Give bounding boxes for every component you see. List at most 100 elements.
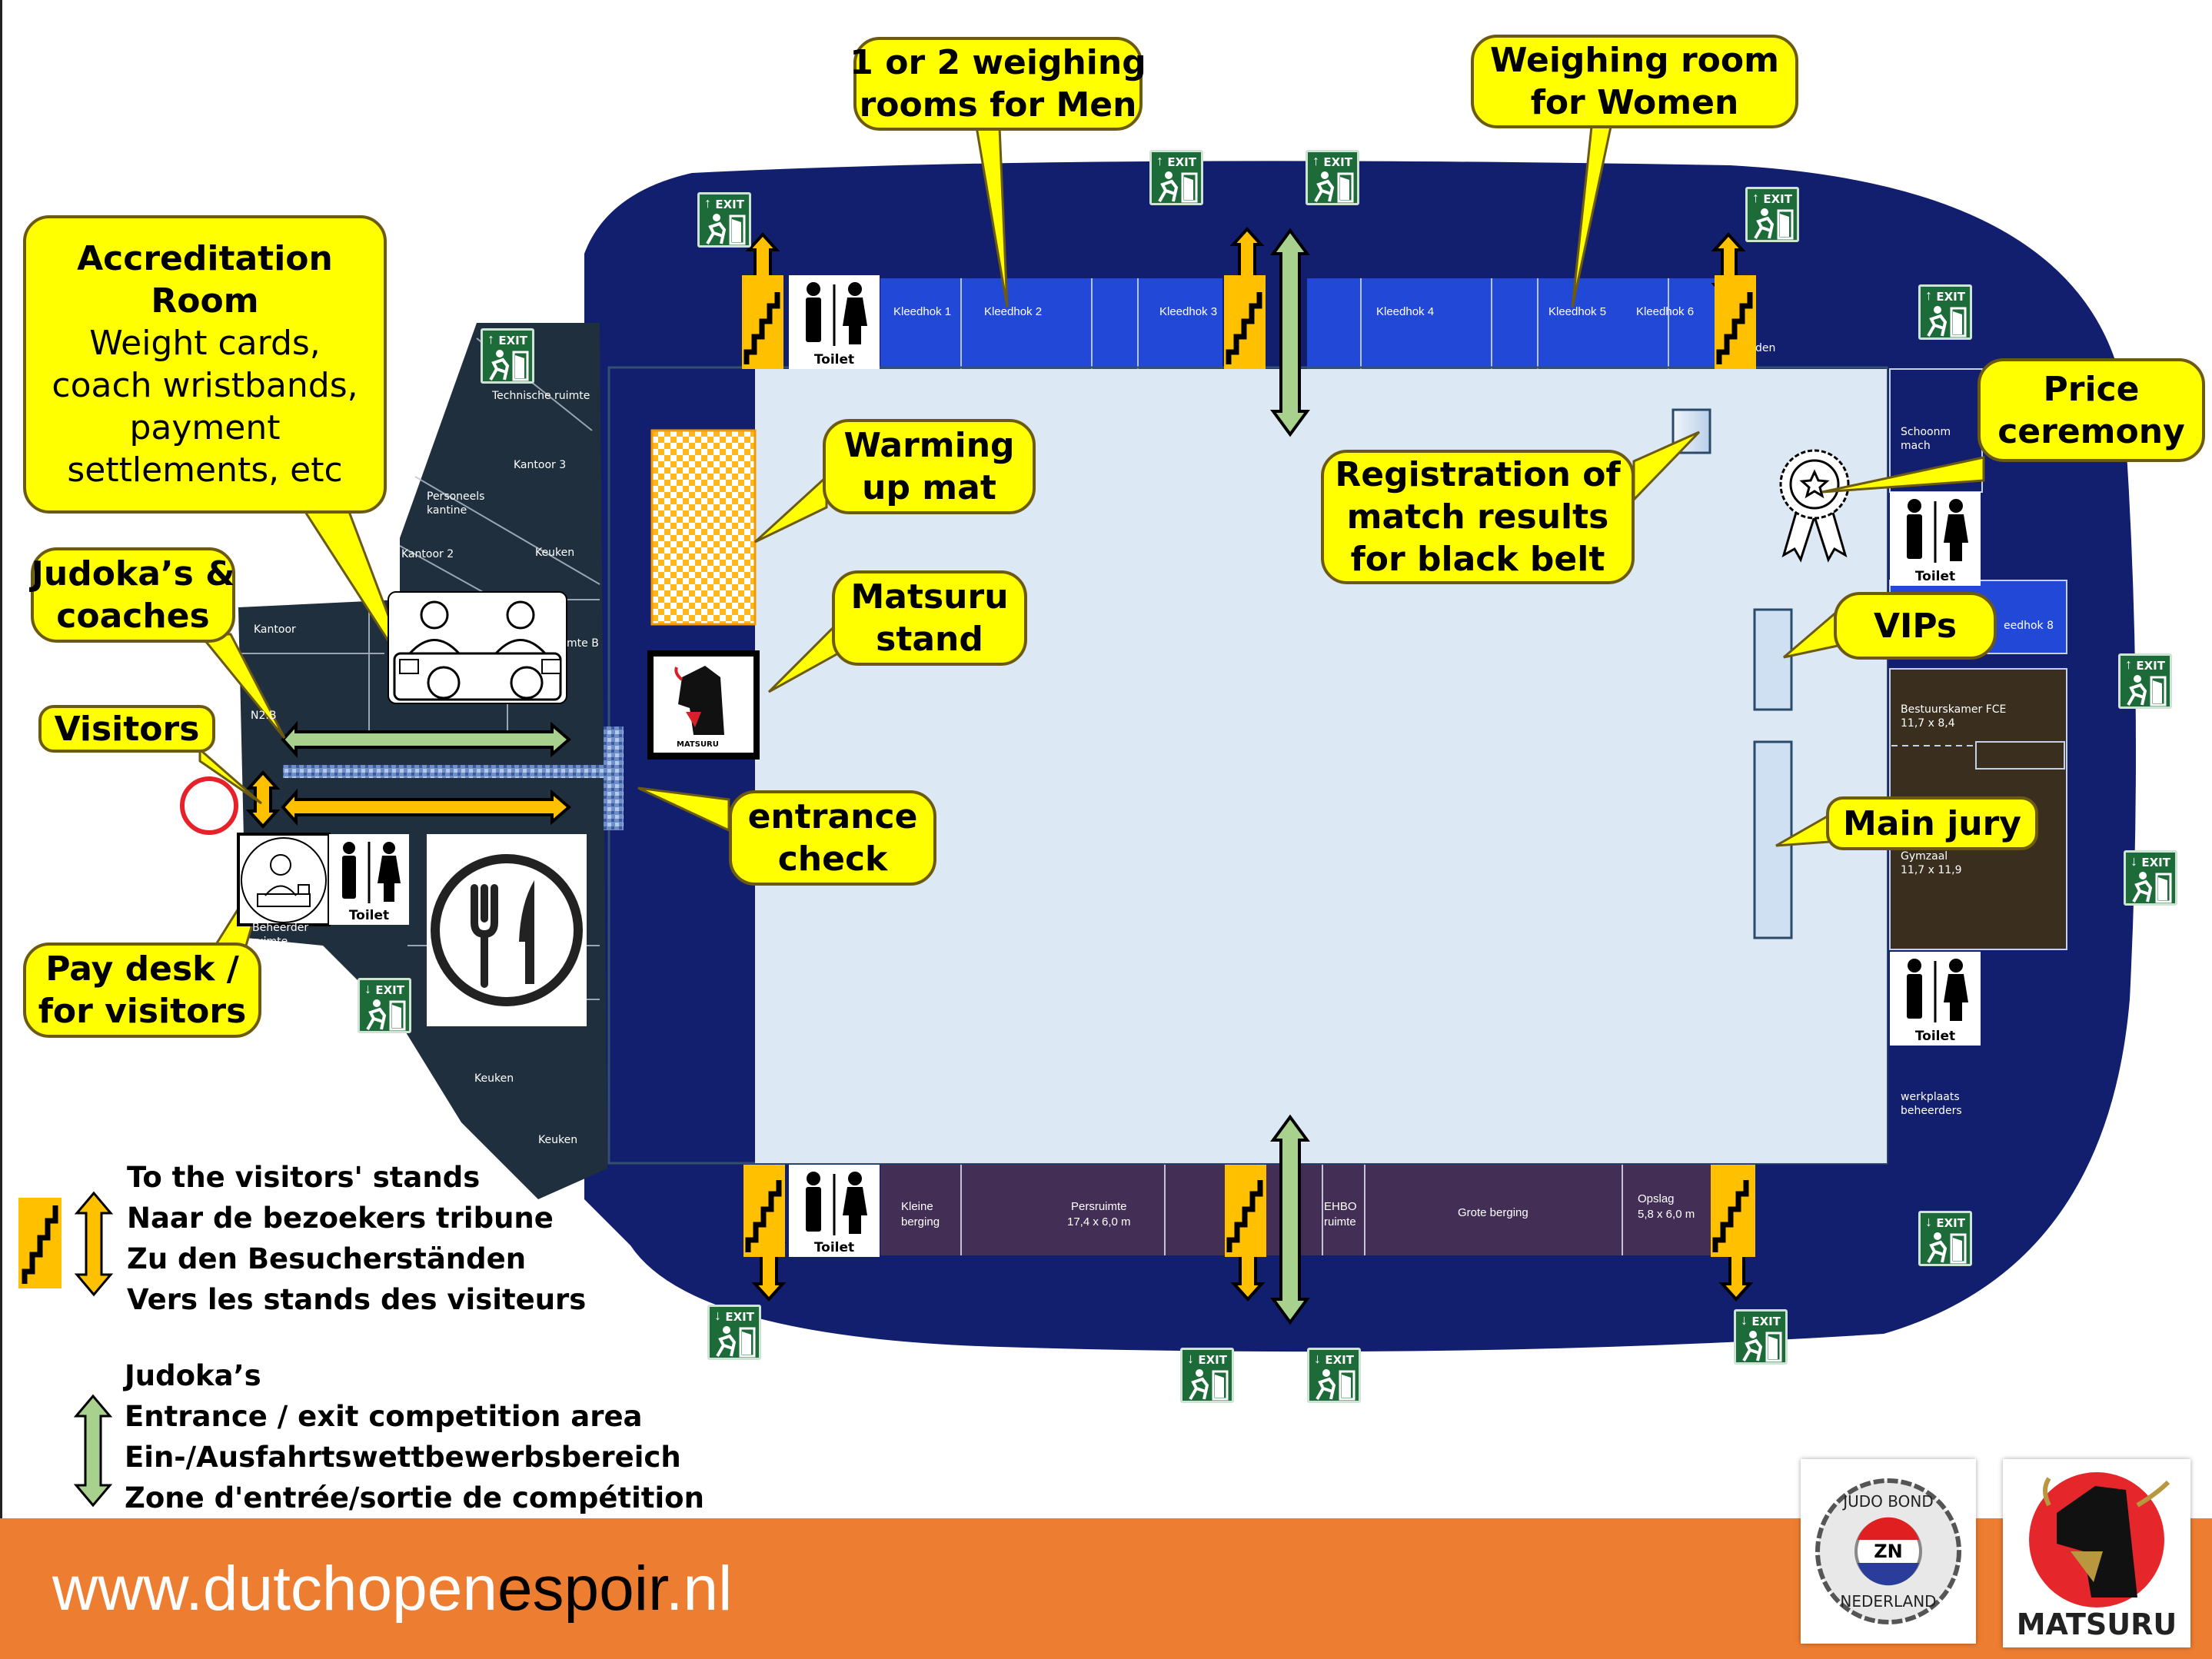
callout-line: for black belt (1350, 540, 1605, 579)
room-line: Bestuurskamer FCE (1901, 703, 2007, 716)
arrow-down-icon: ↓ (364, 981, 371, 996)
arrow-down-icon: ↓ (714, 1308, 721, 1323)
room-line: berging (901, 1215, 940, 1228)
callout-line: entrance (747, 797, 918, 836)
callout-line: Warming (843, 426, 1015, 465)
callout-line: coaches (56, 597, 210, 636)
running-man-icon (1927, 306, 1967, 337)
callout-line: Matsuru (850, 577, 1009, 617)
visitors-entrance-marker (180, 776, 238, 835)
toilet-label: Toilet (813, 352, 855, 367)
matsuru-dragon-icon: MATSURU (2017, 1472, 2177, 1641)
exit-label: EXIT (2141, 856, 2170, 869)
room-kantoor-3: Kantoor 3 (514, 459, 567, 471)
url-accent: espoir (497, 1554, 666, 1624)
legend-line: Judoka’s (125, 1359, 261, 1392)
arrow-up-icon: ↑ (1312, 153, 1319, 168)
callout-weighing-women: Weighing room for Women (1471, 35, 1798, 128)
room-n2b: N2.B (251, 710, 277, 722)
room-kleedhok-3: Kleedhok 3 (1159, 305, 1218, 318)
room-kleedhok-1: Kleedhok 1 (893, 305, 952, 318)
room-line: 11,7 x 8,4 (1901, 717, 1955, 730)
url-suffix: .nl (665, 1554, 733, 1624)
legend-visitors-stands: To the visitors' stands Naar de bezoeker… (127, 1157, 586, 1320)
exit-label: EXIT (1325, 1353, 1354, 1367)
exit-sign-bottom-3: ↓EXIT (1180, 1348, 1234, 1403)
running-man-icon (2132, 872, 2172, 903)
url-prefix: www.dutchopen (52, 1554, 497, 1624)
room-line: Kleine (901, 1200, 933, 1213)
toilet-label: Toilet (813, 1240, 855, 1255)
double-arrow-orange-icon (74, 1191, 114, 1297)
exit-label: EXIT (1763, 192, 1792, 206)
room-kleedhok-6: Kleedhok 6 (1636, 305, 1695, 318)
room-line: Beheerder (252, 922, 309, 934)
room-ehbo: EHBO ruimte (1324, 1199, 1357, 1229)
running-man-icon (1927, 1232, 1967, 1264)
exit-label: EXIT (1936, 290, 1965, 304)
room-bestuurskamer: Bestuurskamer FCE 11,7 x 8,4 (1901, 703, 2006, 730)
toilet-icon (1907, 499, 1968, 563)
room-keuken-top: Keuken (535, 547, 575, 559)
room-line: ruimte (252, 936, 288, 949)
callout-line: up mat (862, 468, 996, 507)
room-werkplaats: werkplaats beheerders (1901, 1090, 1962, 1118)
accreditation-desk-illustration (388, 591, 567, 704)
room-ruimte-b: mte B (567, 637, 599, 650)
toilet-label: Toilet (1914, 1029, 1956, 1044)
room-line: werkplaats (1901, 1091, 1960, 1103)
room-persruimte: Persruimte 17,4 x 6,0 m (1067, 1199, 1131, 1229)
room-gymzaal: Gymzaal 11,7 x 11,9 (1901, 849, 1962, 877)
room-line: Personeels (427, 490, 485, 503)
toilet-icon (1907, 959, 1968, 1022)
pointer-visitors (198, 746, 262, 805)
callout-visitors: Visitors (38, 705, 215, 753)
judoka-arrow-top (1270, 228, 1310, 437)
running-man-icon (489, 350, 529, 381)
room-line: 5,8 x 6,0 m (1638, 1207, 1695, 1221)
pointer-price (1821, 456, 1985, 494)
room-schoonmaak: Schoonm mach (1901, 425, 1951, 453)
jbn-seal-icon: ZN JUDO BOND NEDERLAND (1815, 1478, 1961, 1624)
legend-line: Zu den Besucherständen (127, 1242, 527, 1275)
exit-label: EXIT (1936, 1216, 1965, 1230)
arrow-down-icon: ↓ (1925, 1214, 1932, 1229)
callout-main-jury: Main jury (1826, 796, 2038, 850)
exit-label: EXIT (498, 334, 527, 347)
callout-line: Pay desk / (45, 949, 239, 989)
website-link[interactable]: www.dutchopenespoir.nl (52, 1553, 732, 1625)
room-kantoor: Kantoor (254, 623, 296, 636)
callout-line: Main jury (1843, 803, 2021, 843)
matsuru-wordmark: MATSURU (2017, 1607, 2177, 1641)
double-arrow-green-icon (74, 1394, 112, 1508)
callout-line: VIPs (1873, 606, 1958, 646)
room-line: Persruimte (1071, 1200, 1127, 1213)
room-line: beheerders (1901, 1105, 1962, 1118)
room-keuken-2: Keuken (538, 1134, 578, 1146)
entrance-check-barrier (604, 726, 624, 830)
toilet-sign-bottom: Toilet (789, 1165, 880, 1257)
running-man-icon (2127, 675, 2167, 706)
legend-line: Vers les stands des visiteurs (127, 1283, 587, 1316)
callout-warming-up-mat: Warming up mat (823, 419, 1036, 514)
room-keuken-1: Keuken (474, 1072, 514, 1085)
exit-sign-left-bottom: ↓EXIT (358, 978, 411, 1033)
callout-vips: VIPs (1834, 592, 1997, 660)
running-man-icon (1316, 1369, 1355, 1401)
room-kleedhok-5: Kleedhok 5 (1548, 305, 1607, 318)
entrance-barrier-horizontal (283, 765, 606, 778)
stairs-icons (742, 275, 1756, 1257)
callout-line: for visitors (38, 992, 247, 1031)
room-kantoor-2: Kantoor 2 (401, 548, 454, 560)
arrow-up-icon: ↑ (2125, 657, 2132, 672)
running-man-icon (1314, 171, 1354, 203)
arrow-up-icon: ↑ (1925, 288, 1932, 303)
callout-line: rooms for Men (859, 85, 1137, 125)
legend-judoka-entrance: Judoka’s Entrance / exit competition are… (125, 1355, 704, 1518)
exit-label: EXIT (715, 198, 744, 211)
callout-entrance-check: entrance check (729, 790, 936, 886)
exit-label: EXIT (1751, 1315, 1781, 1328)
kleedhok-strip-women (1307, 278, 1715, 369)
room-line: Opslag (1638, 1192, 1675, 1205)
exit-sign-left-top: ↑EXIT (481, 328, 534, 384)
